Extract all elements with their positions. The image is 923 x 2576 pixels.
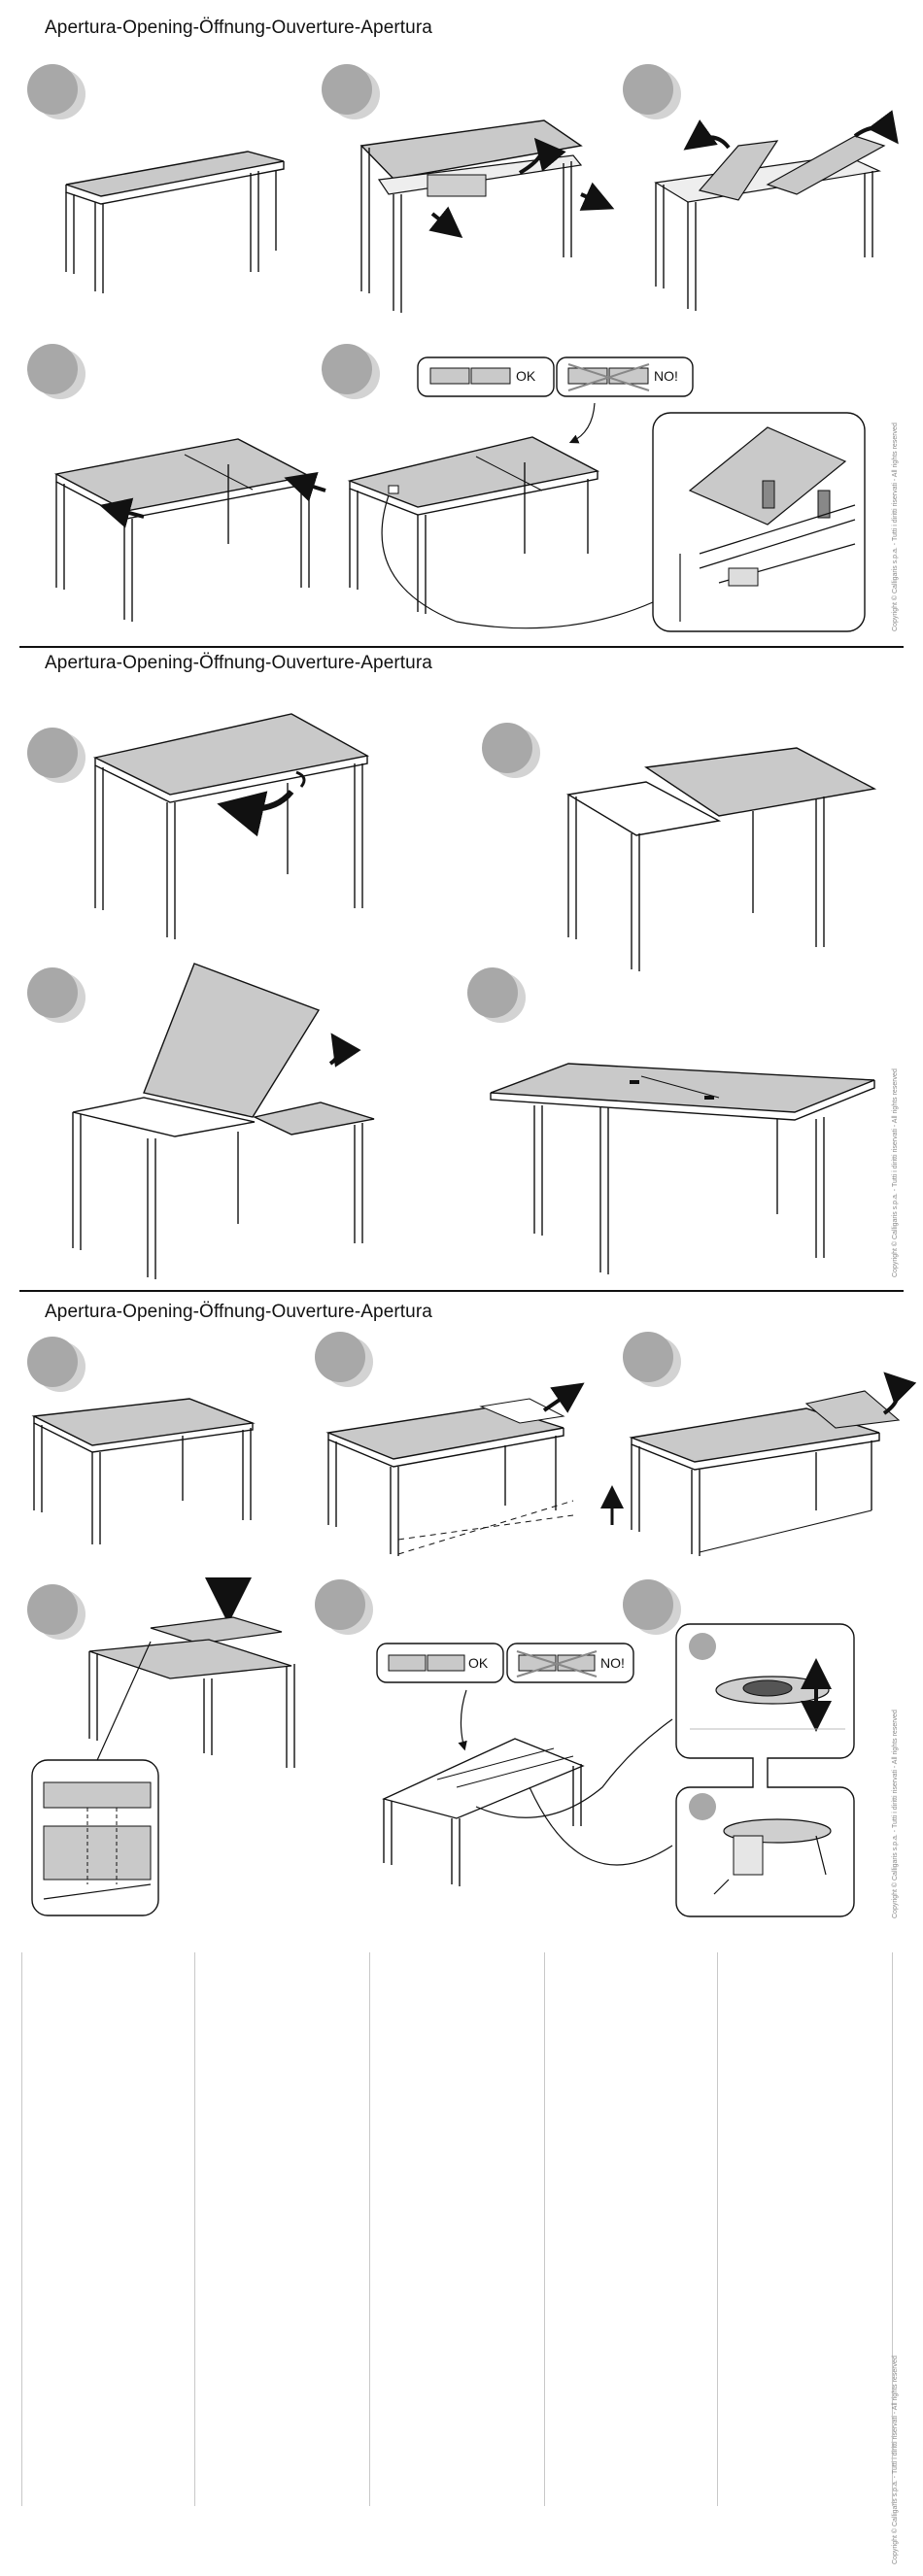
section-2-title: Apertura-Opening-Öffnung-Ouverture-Apert…: [45, 653, 432, 673]
step-2-1: [27, 713, 370, 939]
copyright-note: Copyright © Calligaris s.p.a. - Tutti i …: [892, 2356, 899, 2564]
step-3-6: [623, 1579, 855, 1917]
copyright-note: Copyright © Calligaris s.p.a. - Tutti i …: [892, 423, 899, 631]
section-divider: [19, 1290, 904, 1292]
ok-label: OK: [516, 368, 536, 384]
step-3-2: [315, 1332, 624, 1556]
copyright-note: Copyright © Calligaris s.p.a. - Tutti i …: [892, 1710, 899, 1918]
no-label: NO!: [600, 1655, 625, 1671]
column-rule: [369, 1952, 370, 2506]
column-rule: [717, 1952, 718, 2506]
step-1-4: [27, 344, 326, 622]
section-divider: [19, 646, 904, 648]
step-2-2: [482, 723, 877, 971]
step-3-1: [27, 1337, 256, 1544]
step-1-1: [27, 64, 285, 293]
step-marker: [27, 64, 78, 115]
step-3-4: [27, 1577, 295, 1916]
column-rule: [544, 1952, 545, 2506]
step-3-5: [315, 1579, 673, 1886]
column-rule: [21, 1952, 22, 2506]
section-1-title: Apertura-Opening-Öffnung-Ouverture-Apert…: [45, 17, 432, 38]
step-3-3: [623, 1332, 917, 1556]
copyright-note: Copyright © Calligaris s.p.a. - Tutti i …: [892, 1068, 899, 1277]
column-rule: [194, 1952, 195, 2506]
step-1-5: [322, 344, 866, 632]
column-rule: [892, 1952, 893, 2506]
ok-label: OK: [468, 1655, 489, 1671]
step-1-2: [322, 64, 615, 313]
step-1-3: [623, 64, 899, 311]
section-3-title: Apertura-Opening-Öffnung-Ouverture-Apert…: [45, 1302, 432, 1322]
step-2-4: [467, 967, 875, 1274]
no-label: NO!: [654, 368, 678, 384]
step-2-3: [27, 963, 375, 1279]
